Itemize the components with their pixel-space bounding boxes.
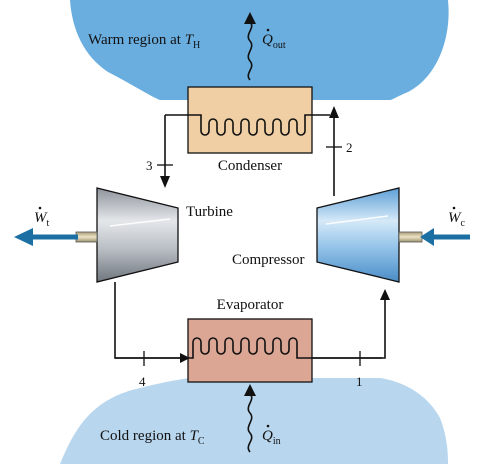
turbine-highlight	[109, 218, 171, 227]
evaporator-box	[187, 318, 313, 383]
heat-out-dot	[266, 28, 270, 32]
condenser-box	[187, 86, 313, 154]
state-2-label: 2	[346, 140, 353, 155]
warm-region-label: Warm region at TH	[88, 32, 200, 51]
compressor-work-label: Wc	[448, 210, 466, 229]
cold-region-label: Cold region at TC	[100, 428, 205, 447]
pipe-turbine-to-evaporator	[114, 282, 180, 359]
flow-arrow-state2	[329, 106, 339, 118]
turbine-work-arrowhead	[14, 228, 33, 246]
heat-out-label: Qout	[262, 32, 286, 51]
flow-arrow-state4	[180, 353, 190, 363]
evaporator-coil	[115, 337, 382, 359]
heat-in-wavy-arrow	[247, 393, 253, 453]
heat-out-arrowhead	[244, 12, 256, 24]
turbine-work-label: Wt	[34, 210, 50, 229]
heat-in-dot	[266, 424, 270, 428]
compressor-work-dot	[452, 206, 456, 210]
condenser-coil	[165, 114, 330, 136]
state-3-label: 3	[146, 158, 153, 173]
compressor-label: Compressor	[232, 252, 305, 268]
compressor-body	[316, 187, 400, 283]
turbine-label: Turbine	[186, 204, 233, 220]
evaporator-label: Evaporator	[217, 297, 284, 313]
flow-arrow-state3	[160, 176, 170, 188]
heat-out-wavy-arrow	[247, 21, 253, 81]
turbine-shaft	[75, 231, 98, 243]
flow-arrow-state1	[380, 289, 390, 300]
turbine-work-dot	[38, 206, 42, 210]
heat-in-label: Qin	[262, 428, 281, 447]
compressor-highlight	[325, 215, 389, 225]
condenser-label: Condenser	[218, 158, 282, 174]
compressor-work-arrowhead	[420, 228, 434, 246]
cold-region	[60, 378, 448, 464]
state-1-label: 1	[356, 374, 363, 389]
state-4-label: 4	[139, 374, 146, 389]
turbine-body	[96, 187, 179, 283]
compressor-shaft	[398, 231, 423, 243]
pipe-evaporator-to-compressor	[312, 298, 386, 359]
warm-region	[70, 0, 449, 100]
heat-in-arrowhead	[244, 384, 256, 396]
